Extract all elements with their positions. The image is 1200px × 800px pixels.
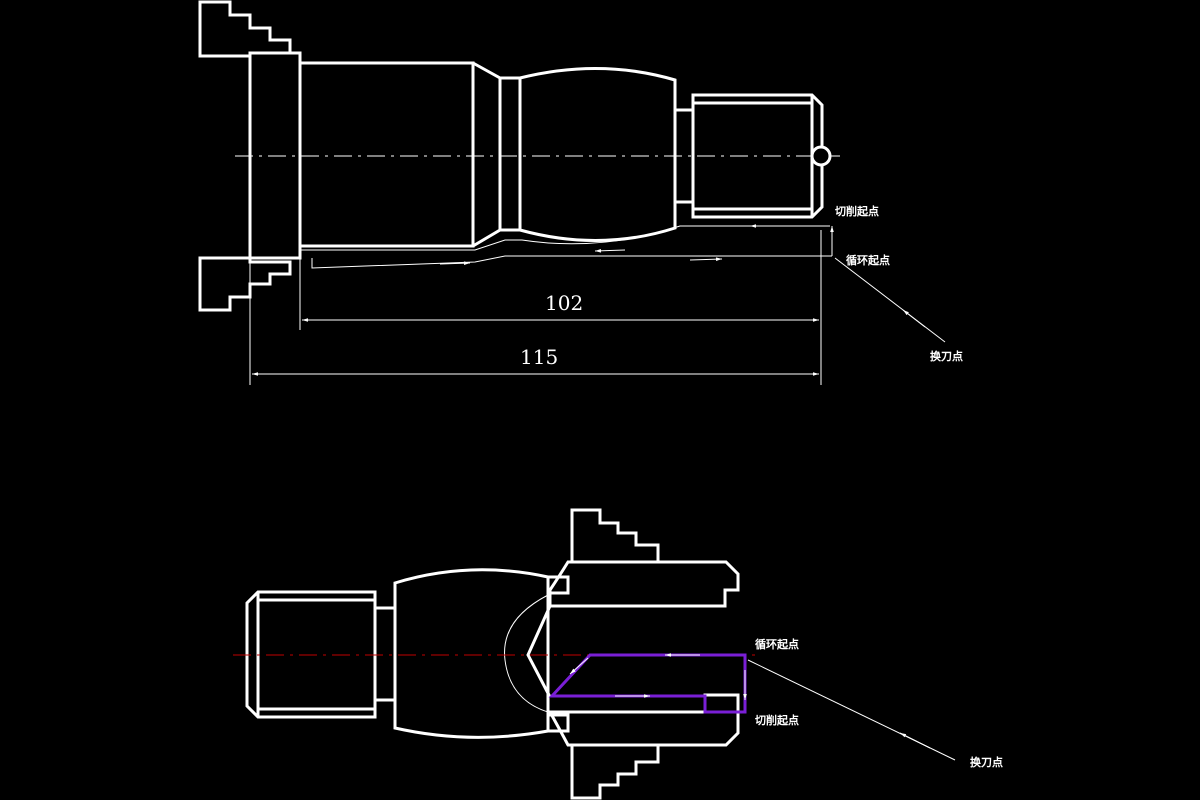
bottom-drawing: 循环起点 切削起点 换刀点 (233, 508, 1003, 800)
chuck-jaw-bottom-b (570, 743, 660, 800)
chuck-jaw-top-b (570, 508, 660, 564)
tool-change-arrow (902, 309, 926, 328)
tool-change-arrow-b (899, 732, 931, 749)
path-arrow-3 (569, 657, 589, 675)
program-origin-marker (810, 145, 832, 167)
bore-cone-edge (526, 605, 552, 698)
label-cut-start-top: 切削起点 (835, 204, 879, 218)
taper-section (472, 61, 502, 248)
neck-bottom (373, 606, 397, 702)
top-drawing: 102 115 切削起点 循环起点 换刀点 (198, 0, 963, 385)
cycle-arrow-2 (689, 257, 723, 261)
finish-tool-path (300, 225, 830, 251)
cone-bore (504, 594, 549, 713)
label-cycle-start-bottom: 循环起点 (755, 637, 799, 651)
label-cycle-start-top: 循环起点 (846, 253, 890, 267)
chuck-jaw-bottom (198, 256, 292, 312)
main-cylinder (298, 61, 475, 248)
tool-change-line (834, 257, 946, 343)
ball-section-bottom (393, 568, 550, 739)
cycle-tool-path (311, 255, 832, 269)
label-cut-start-bottom: 切削起点 (755, 713, 799, 727)
finish-arrow-2 (594, 249, 626, 253)
ball-section (518, 66, 677, 243)
socket-wall-bottom (547, 693, 740, 747)
label-tool-change-top: 换刀点 (930, 349, 963, 363)
dimension-102: 102 (545, 291, 583, 315)
groove (498, 76, 522, 232)
internal-tool-path (548, 653, 747, 714)
groove-bottom-2 (546, 713, 570, 733)
dimension-115: 115 (520, 345, 558, 369)
cycle-arrow-1 (439, 261, 471, 265)
socket-wall-top (548, 560, 740, 608)
label-tool-change-bottom: 换刀点 (970, 755, 1003, 769)
chuck-jaw-top (198, 0, 292, 58)
